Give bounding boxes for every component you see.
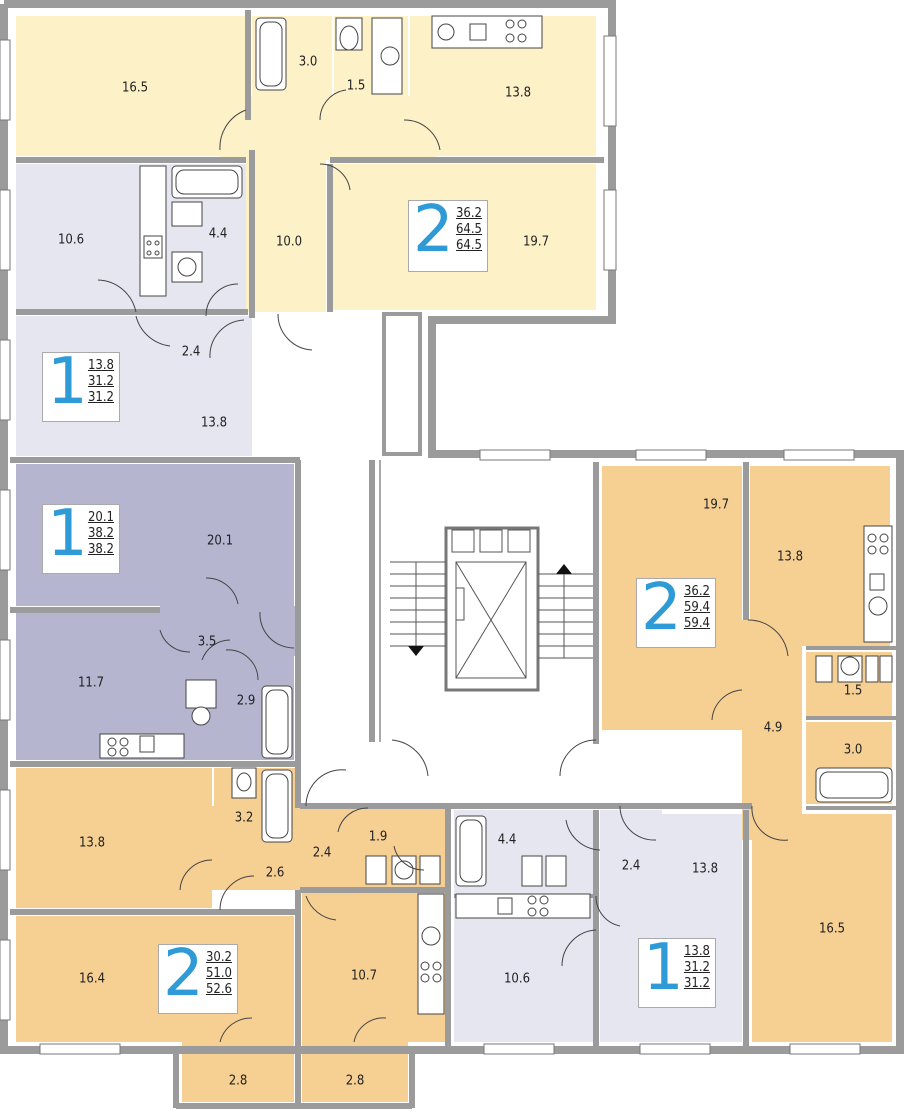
- apartment-room-count: 2: [641, 571, 682, 645]
- fixtures: [99, 15, 893, 1015]
- room-label: 2.4: [181, 344, 201, 360]
- apartment-areas: 20.1 38.2 38.2: [88, 510, 114, 558]
- apartment-areas: 13.8 31.2 31.2: [684, 944, 710, 992]
- total-area: 38.2: [87, 526, 114, 541]
- room-label: 1.5: [843, 683, 863, 699]
- room-label: 1.5: [346, 78, 366, 94]
- room-label: 2.4: [621, 858, 641, 874]
- room-label: 10.0: [275, 234, 303, 250]
- room-label: 2.4: [312, 845, 332, 861]
- apartment-badge: 1 20.1 38.2 38.2: [42, 497, 120, 574]
- apartment-room-count: 1: [47, 345, 88, 419]
- room-label: 4.9: [763, 720, 783, 736]
- doors: [97, 89, 789, 1043]
- total-area: 64.5: [455, 222, 482, 237]
- apartment-badge: 1 13.8 31.2 31.2: [42, 345, 120, 422]
- room-label: 10.6: [57, 232, 85, 248]
- room-label: 10.7: [350, 968, 378, 984]
- total-area: 31.2: [87, 374, 114, 389]
- room-fill-16-5-north: [16, 16, 246, 156]
- total-area-with-balcony: 38.2: [87, 542, 114, 557]
- room-label: 10.6: [503, 971, 531, 987]
- apartment-badge: 2 36.2 59.4 59.4: [636, 571, 716, 648]
- apartment-room-count: 1: [47, 497, 88, 571]
- room-label: 3.2: [234, 810, 254, 826]
- room-label: 13.8: [200, 415, 228, 431]
- apartment-areas: 36.2 59.4 59.4: [684, 584, 710, 632]
- room-fill-16-5-east: [752, 814, 892, 1042]
- apartment-room-count: 2: [413, 193, 454, 267]
- total-area: 51.0: [205, 966, 232, 981]
- room-fill-3-5-hall: [160, 606, 300, 656]
- room-label: 4.4: [497, 832, 517, 848]
- room-label: 3.0: [298, 54, 318, 70]
- room-label: 16.5: [121, 80, 149, 96]
- room-label: 11.7: [77, 675, 105, 691]
- room-label: 3.0: [843, 742, 863, 758]
- total-area-with-balcony: 31.2: [683, 976, 710, 991]
- total-area-with-balcony: 52.6: [205, 982, 232, 997]
- apartment-areas: 30.2 51.0 52.6: [206, 950, 232, 998]
- total-area-with-balcony: 64.5: [455, 238, 482, 253]
- room-label: 1.9: [368, 829, 388, 845]
- total-area-with-balcony: 59.4: [683, 616, 710, 631]
- living-area: 20.1: [87, 510, 114, 525]
- room-label: 2.9: [236, 693, 256, 709]
- living-area: 36.2: [455, 206, 482, 221]
- apartment-areas: 13.8 31.2 31.2: [88, 358, 114, 406]
- total-area-with-balcony: 31.2: [87, 390, 114, 405]
- apartment-badge: 1 13.8 31.2 31.2: [638, 931, 716, 1008]
- room-label: 19.7: [702, 497, 730, 513]
- room-fill-16-4: [16, 916, 294, 1042]
- room-label: 4.4: [208, 226, 228, 242]
- room-label: 16.4: [78, 971, 106, 987]
- living-area: 36.2: [683, 584, 710, 599]
- living-area: 13.8: [683, 944, 710, 959]
- apartment-room-count: 1: [643, 931, 684, 1005]
- room-label: 13.8: [691, 861, 719, 877]
- total-area: 31.2: [683, 960, 710, 975]
- room-fill-13-8-south: [16, 768, 212, 908]
- room-label: 13.8: [776, 549, 804, 565]
- stairwell: [369, 312, 596, 742]
- windows: [0, 35, 861, 1055]
- apartment-badge: 2 36.2 64.5 64.5: [408, 193, 488, 272]
- total-area: 59.4: [683, 600, 710, 615]
- living-area: 13.8: [87, 358, 114, 373]
- room-label: 2.6: [265, 865, 285, 881]
- room-label: 20.1: [206, 533, 234, 549]
- room-label: 3.5: [197, 634, 217, 650]
- apartment-room-count: 2: [163, 937, 204, 1011]
- stair-treads-right: [538, 573, 596, 659]
- stair-treads-left: [390, 561, 446, 647]
- room-label: 2.8: [228, 1073, 248, 1089]
- room-label: 19.7: [522, 234, 550, 250]
- room-label: 13.8: [504, 85, 532, 101]
- room-label: 2.8: [345, 1073, 365, 1089]
- apartment-badge: 2 30.2 51.0 52.6: [158, 937, 238, 1014]
- living-area: 30.2: [205, 950, 232, 965]
- room-label: 16.5: [818, 921, 846, 937]
- room-label: 13.8: [78, 835, 106, 851]
- apartment-areas: 36.2 64.5 64.5: [456, 206, 482, 254]
- room-fill-corr-north: [220, 96, 436, 160]
